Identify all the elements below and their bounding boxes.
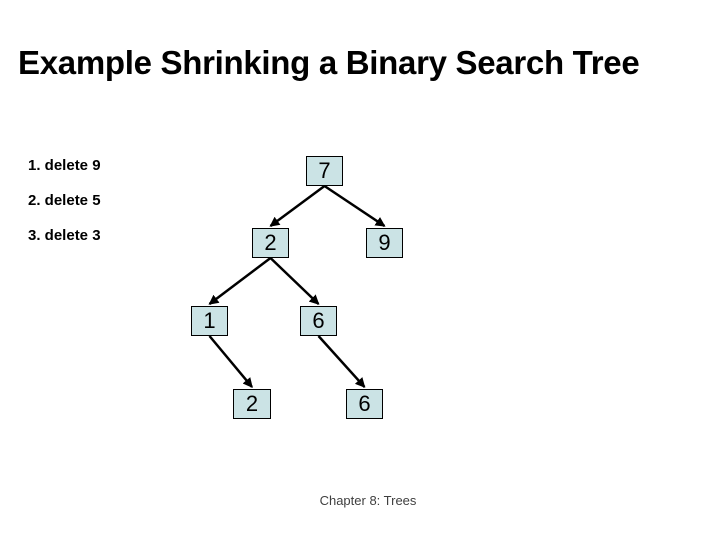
tree-edge-LL-LLR [208,335,253,388]
tree-node-LL: 1 [191,306,228,336]
tree-node-LLR: 2 [233,389,271,419]
slide-footer: Chapter 8: Trees [319,493,417,508]
tree-node-root: 7 [306,156,343,186]
tree-node-R: 9 [366,228,403,258]
tree-node-L: 2 [252,228,289,258]
step-item-delete-9: 1. delete 9 [28,157,101,174]
tree-edge-L-LR [269,257,320,305]
slide-title: Example Shrinking a Binary Search Tree [18,44,640,81]
tree-edge-root-R [323,184,386,228]
tree-node-LR: 6 [300,306,337,336]
tree-edge-root-L [269,184,326,228]
tree-edge-LR-LRR [317,335,366,388]
steps-list: 1. delete 9 2. delete 5 3. delete 3 [28,158,101,263]
tree-edge-L-LL [208,257,272,305]
step-item-delete-5: 2. delete 5 [28,192,101,209]
step-item-delete-3: 3. delete 3 [28,227,101,244]
tree-node-LRR: 6 [346,389,383,419]
